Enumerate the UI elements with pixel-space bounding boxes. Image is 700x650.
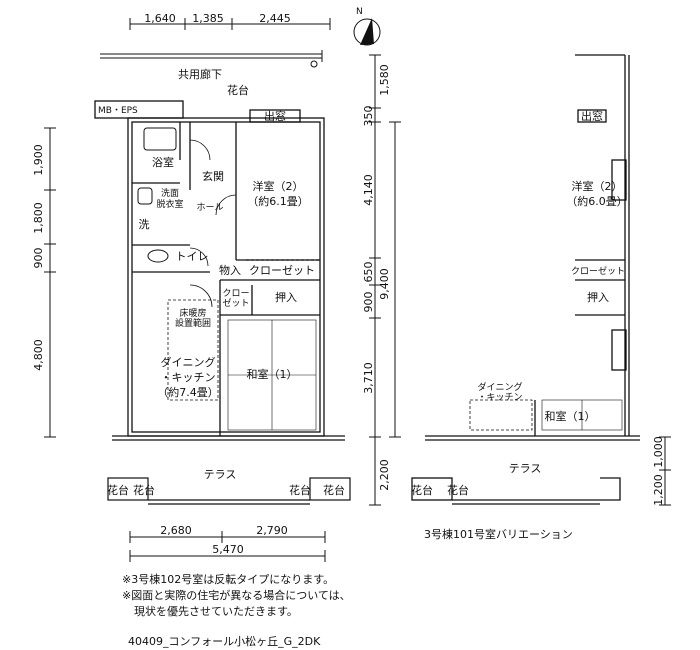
flower-bed-2: 花台 <box>133 483 155 497</box>
hall-label: ホール <box>196 202 223 213</box>
oshiire-label: 押入 <box>275 290 297 304</box>
flower-bed-4: 花台 <box>323 483 345 497</box>
var-terrace-label: テラス <box>509 462 542 475</box>
var-dim-1000: 1,000 <box>652 436 665 468</box>
bottom-dim-total: 5,470 <box>212 543 244 556</box>
flower-bed-3: 花台 <box>289 483 311 497</box>
dim-3710: 3,710 <box>362 362 375 394</box>
footer-code: 40409_コンフォール小松ヶ丘_G_2DK <box>128 635 321 648</box>
variation-walls <box>411 54 640 505</box>
dim-350: 350 <box>362 106 375 127</box>
dim-2200: 2,200 <box>378 459 391 491</box>
japanese-room-label: 和室（1） <box>247 367 298 381</box>
corridor-label: 共用廊下 <box>178 67 222 81</box>
terrace-outline <box>107 435 351 505</box>
storage-label: 物入 <box>219 263 241 277</box>
dim-650: 650 <box>362 262 375 283</box>
western-room-label: 洋室（2）（約6.1畳） <box>247 179 309 208</box>
toilet-label: トイレ <box>176 250 209 263</box>
bathtub-icon <box>143 127 177 151</box>
dim-4140: 4,140 <box>362 174 375 206</box>
corridor-rail <box>100 50 323 62</box>
bottom-dimension-lines <box>129 531 326 562</box>
bottom-dim-1: 2,680 <box>160 524 192 537</box>
var-dim-1200: 1,200 <box>652 474 665 506</box>
bottom-dim-2: 2,790 <box>256 524 288 537</box>
toilet-icon <box>147 249 169 263</box>
flower-bed-top: 花台 <box>227 83 249 97</box>
washroom-label: 洗面脱衣室 <box>156 187 183 210</box>
bay-window-label: 出窓 <box>264 109 286 123</box>
closet-small-label: クローゼット <box>222 288 249 309</box>
dining-label: ダイニング・キッチン（約7.4畳） <box>157 355 219 399</box>
dim-1580: 1,580 <box>378 64 391 96</box>
washer-label: 洗 <box>139 218 150 231</box>
var-dining-label: ダイニング・キッチン <box>477 381 522 403</box>
var-western-label: 洋室（2）（約6.0畳） <box>566 179 628 208</box>
top-dim-3: 2,445 <box>259 12 291 25</box>
var-closet-label: クローゼット <box>571 265 625 277</box>
right-dimension-lines <box>369 54 401 506</box>
terrace-label: テラス <box>204 468 237 481</box>
top-dimension-lines <box>129 18 331 30</box>
left-dimension-lines <box>44 127 56 438</box>
var-flower-bed-1: 花台 <box>411 483 433 497</box>
var-bay-window-label: 出窓 <box>581 109 603 123</box>
var-flower-bed-2: 花台 <box>447 483 469 497</box>
top-dim-1: 1,640 <box>144 12 176 25</box>
var-oshiire-label: 押入 <box>587 290 609 304</box>
note-3: 現状を優先させていただきます。 <box>134 605 298 618</box>
top-dim-2: 1,385 <box>192 12 224 25</box>
washbasin-icon <box>137 187 153 205</box>
variation-caption: 3号棟101号室バリエーション <box>424 528 573 541</box>
dim-left-900: 900 <box>32 248 45 269</box>
dim-left-1800: 1,800 <box>32 202 45 234</box>
north-label: N <box>356 7 363 17</box>
mb-eps-label: MB・EPS <box>98 106 138 116</box>
north-arrow-icon: N <box>353 7 381 46</box>
closet-label: クローゼット <box>249 264 315 277</box>
note-1: ※3号棟102号室は反転タイプになります。 <box>122 573 335 586</box>
flower-bed-1: 花台 <box>107 483 129 497</box>
dim-left-4800: 4,800 <box>32 339 45 371</box>
door-swings <box>189 139 237 308</box>
drain-icon <box>310 60 318 68</box>
dim-900b: 900 <box>362 292 375 313</box>
dim-left-1900: 1,900 <box>32 144 45 176</box>
dim-9400: 9,400 <box>378 268 391 300</box>
note-2: ※図面と実際の住宅が異なる場合については、 <box>122 589 351 602</box>
entrance-label: 玄関 <box>202 169 224 183</box>
variation-dimension-lines <box>659 436 671 506</box>
bath-label: 浴室 <box>152 155 174 169</box>
var-japanese-label: 和室（1） <box>545 409 596 423</box>
floor-heat-label: 床暖房設置範囲 <box>175 307 211 329</box>
